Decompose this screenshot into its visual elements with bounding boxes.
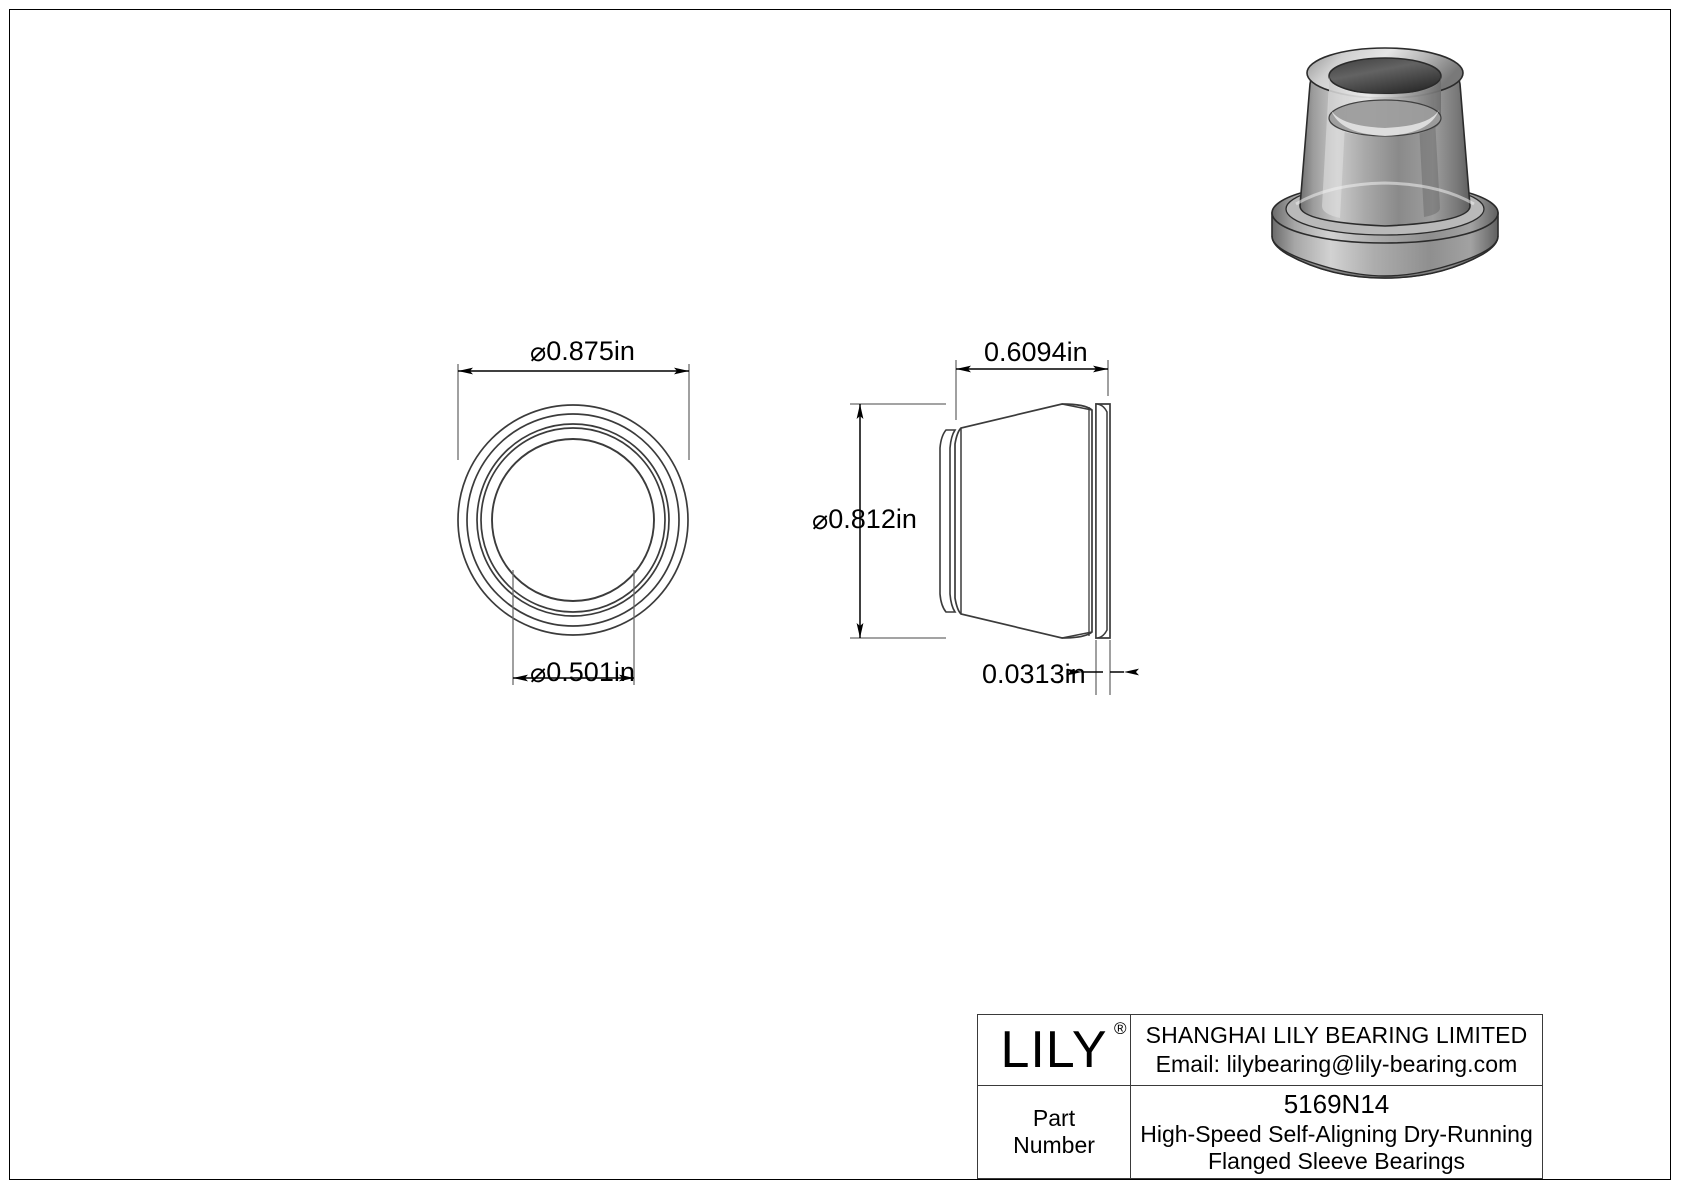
part-label-line1: Part xyxy=(1032,1104,1076,1131)
logo-text: LILY xyxy=(1000,1021,1108,1079)
title-block-row-company: LILY ® SHANGHAI LILY BEARING LIMITED Ema… xyxy=(977,1014,1543,1086)
diameter-symbol-icon: ⌀ xyxy=(530,658,547,688)
logo-cell: LILY ® xyxy=(977,1014,1131,1086)
dimension-label-flange-diameter: ⌀0.812in xyxy=(812,504,917,535)
company-email: Email: lilybearing@lily-bearing.com xyxy=(1155,1051,1518,1077)
drawing-border xyxy=(9,9,1671,1180)
dimension-label-outer-diameter: ⌀0.875in xyxy=(530,336,635,367)
dimension-label-inner-diameter: ⌀0.501in xyxy=(530,657,635,688)
company-name: SHANGHAI LILY BEARING LIMITED xyxy=(1145,1021,1528,1048)
diameter-symbol-icon: ⌀ xyxy=(812,505,829,535)
title-block-row-part: Part Number 5169N14 High-Speed Self-Alig… xyxy=(977,1085,1543,1179)
registered-trademark-icon: ® xyxy=(1114,1019,1127,1038)
lily-logo: LILY ® xyxy=(1000,1020,1126,1079)
diameter-symbol-icon: ⌀ xyxy=(530,337,547,367)
dimension-label-length: 0.6094in xyxy=(984,337,1088,367)
part-number-value-cell: 5169N14 High-Speed Self-Aligning Dry-Run… xyxy=(1130,1085,1543,1179)
part-label-line2: Number xyxy=(1013,1131,1095,1158)
title-block: LILY ® SHANGHAI LILY BEARING LIMITED Ema… xyxy=(977,1014,1543,1179)
dimension-label-flange-thickness: 0.0313in xyxy=(982,659,1086,689)
part-number-label-cell: Part Number xyxy=(977,1085,1131,1179)
part-number: 5169N14 xyxy=(1283,1089,1390,1119)
part-description: High-Speed Self-Aligning Dry-Running Fla… xyxy=(1140,1120,1533,1175)
company-cell: SHANGHAI LILY BEARING LIMITED Email: lil… xyxy=(1130,1014,1543,1086)
